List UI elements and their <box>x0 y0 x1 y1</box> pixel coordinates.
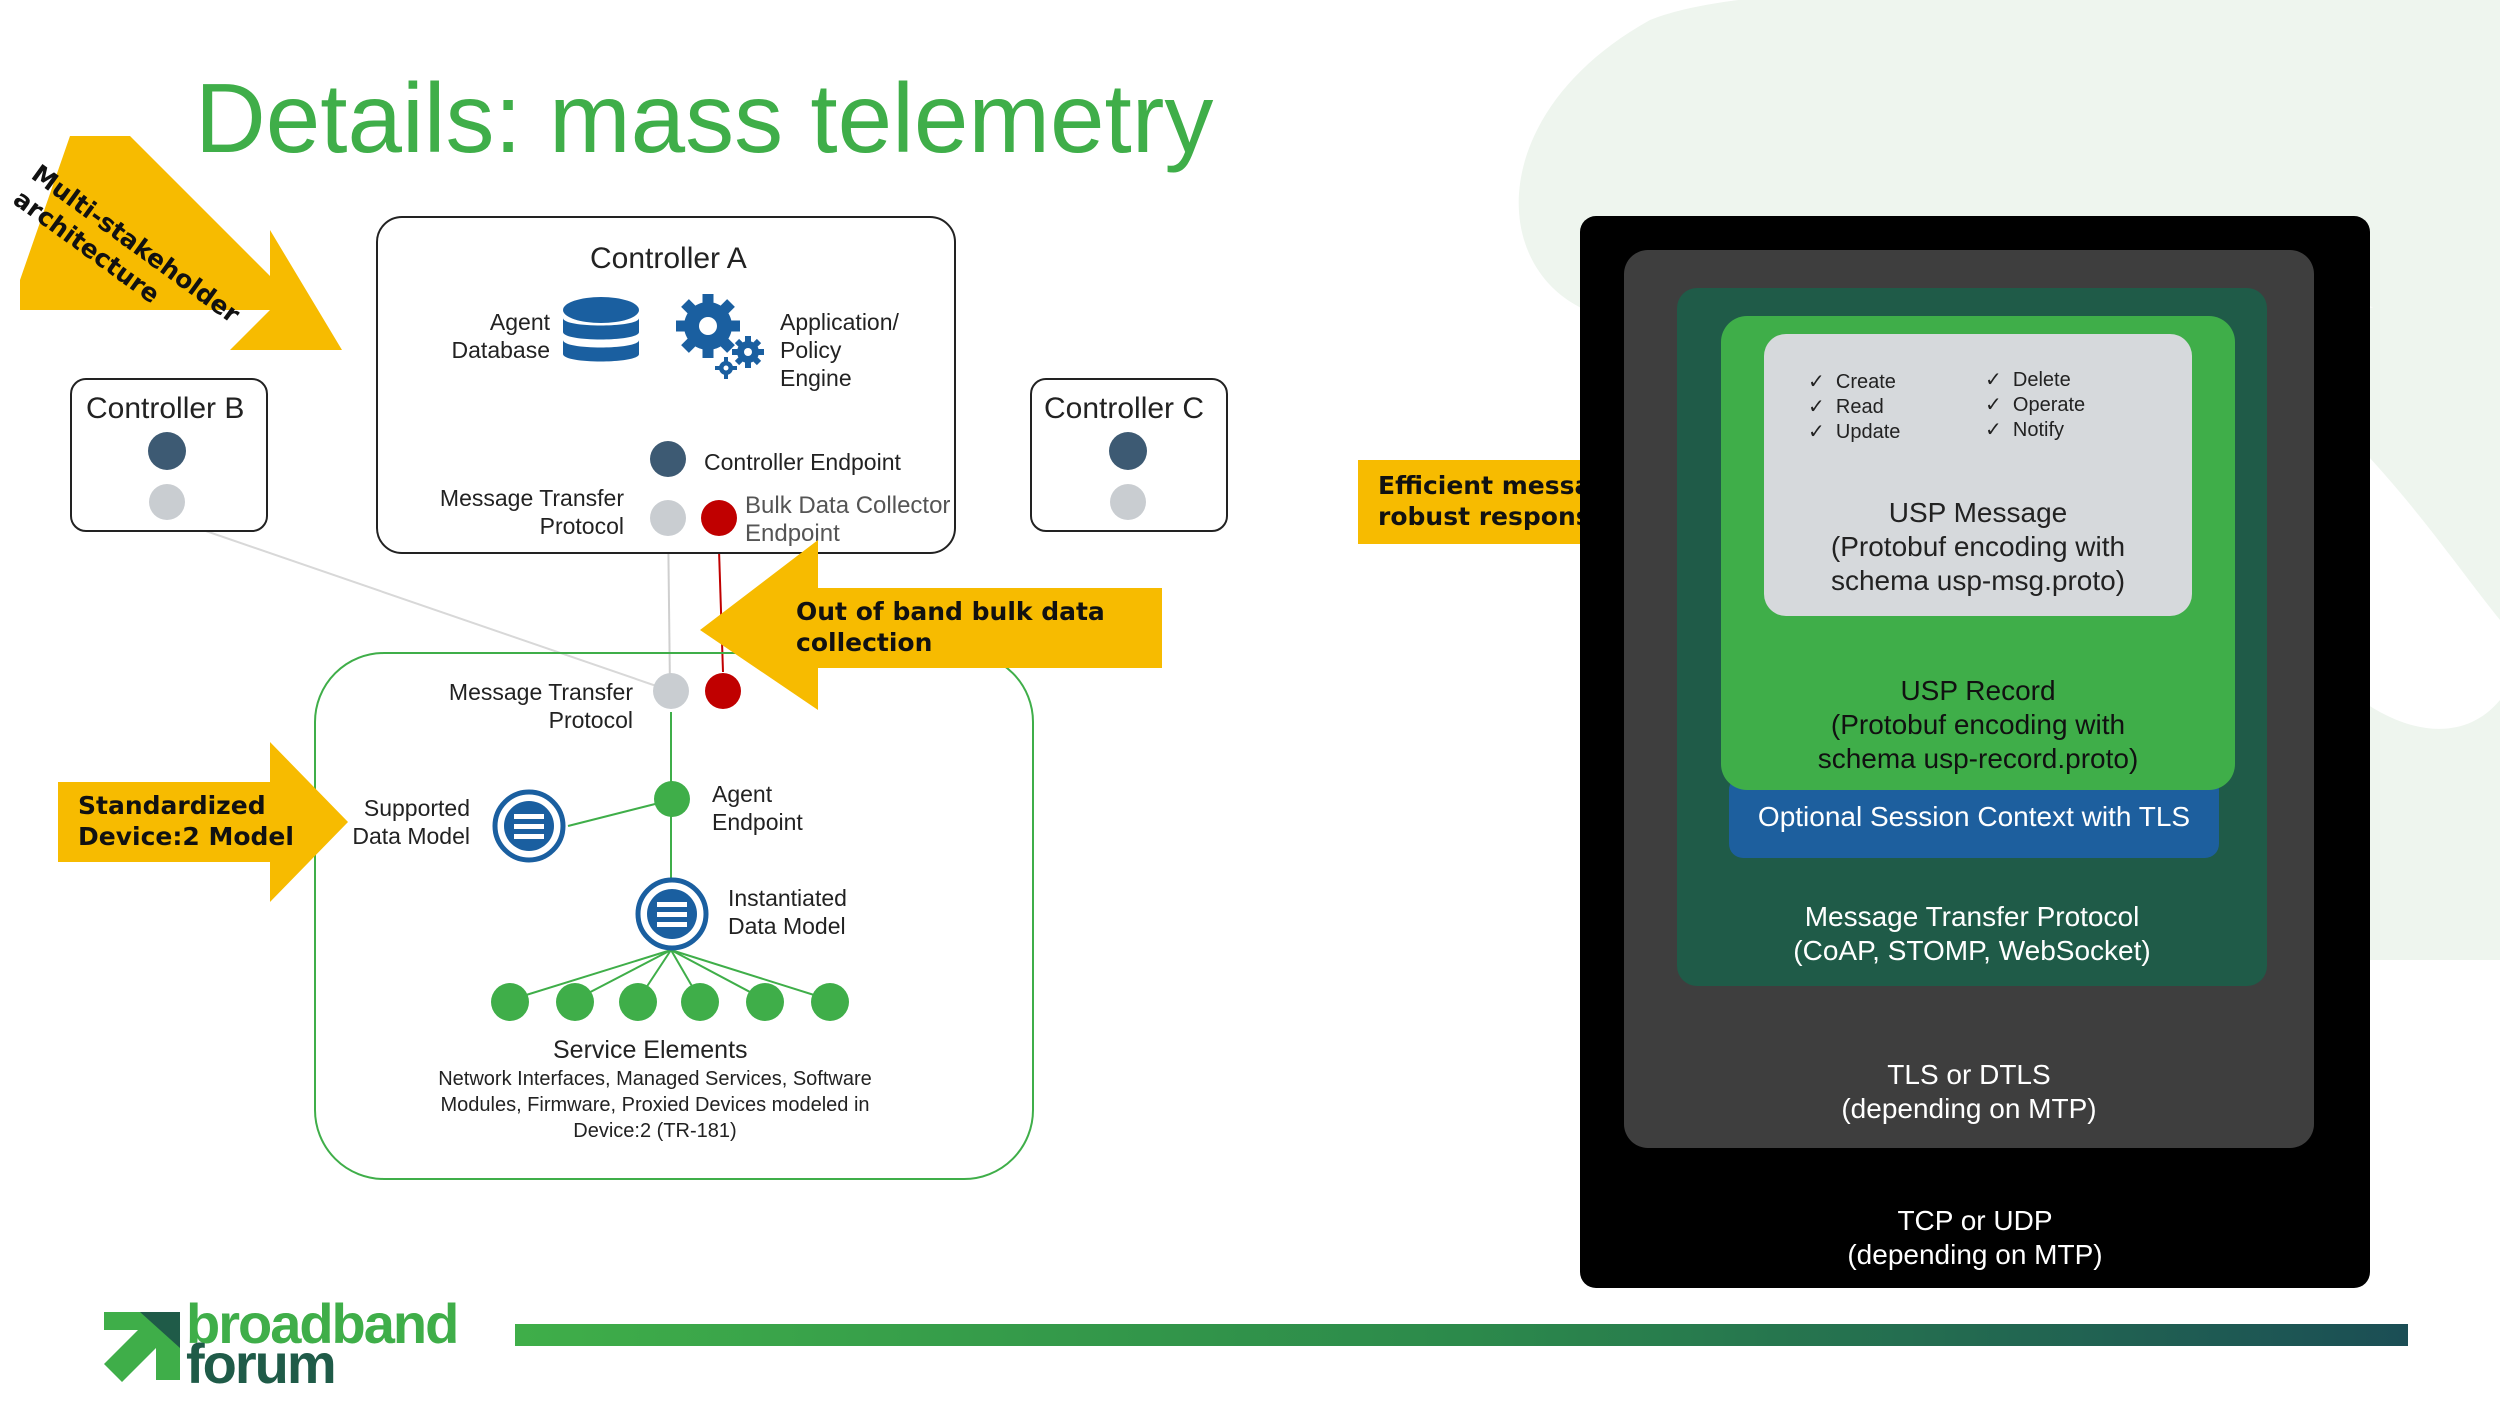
operation-update: ✓ Update <box>1808 421 1901 443</box>
service-element-node <box>811 983 849 1021</box>
gears-icon <box>676 294 764 379</box>
operation-notify: ✓ Notify <box>1985 419 2065 441</box>
controller-endpoint-label: Controller Endpoint <box>704 449 901 475</box>
service-element-node <box>746 983 784 1021</box>
supported-data-model-label: Supported Data Model <box>352 795 470 849</box>
controller-a-mtp-node <box>650 500 686 536</box>
agent-box <box>314 652 1034 1180</box>
controller-b-endpoint-node <box>148 432 186 470</box>
usp-record-text: USP Record (Protobuf encoding with schem… <box>1817 675 2139 774</box>
usp-message-text: USP Message (Protobuf encoding with sche… <box>1830 497 2126 596</box>
service-element-node <box>491 983 529 1021</box>
bulk-data-collector-label: Bulk Data Collector Endpoint <box>745 492 951 547</box>
agent-endpoint-node <box>654 781 690 817</box>
standardized-callout-text: Standardized Device:2 Model <box>78 791 294 851</box>
operation-delete: ✓ Delete <box>1985 369 2071 391</box>
supported-data-model-icon <box>492 789 566 863</box>
tls-dtls-text: TLS or DTLS (depending on MTP) <box>1841 1059 2097 1124</box>
agent-mtp-label: Message Transfer Protocol <box>448 679 633 733</box>
service-element-node <box>681 983 719 1021</box>
service-element-node <box>619 983 657 1021</box>
service-element-node <box>556 983 594 1021</box>
session-context-text: Optional Session Context with TLS <box>1757 801 2191 832</box>
controller-c-mtp-node <box>1110 484 1146 520</box>
controller-b-mtp-node <box>149 484 185 520</box>
controller-a-endpoint-node <box>650 441 686 477</box>
controller-a-box <box>376 216 956 554</box>
out-of-band-arrow <box>700 540 1162 710</box>
operation-read: ✓ Read <box>1808 396 1884 418</box>
out-of-band-callout-text: Out of band bulk data collection <box>796 597 1105 657</box>
controller-a-mtp-label: Message Transfer Protocol <box>439 485 624 539</box>
instantiated-data-model-label: Instantiated Data Model <box>728 885 847 939</box>
service-elements-description: Network Interfaces, Managed Services, So… <box>438 1068 872 1142</box>
broadband-forum-logo-mark <box>104 1312 180 1382</box>
database-icon <box>563 297 639 362</box>
footer-gradient-bar <box>515 1324 2408 1346</box>
usp-message-layer <box>1764 334 2192 616</box>
operation-operate: ✓ Operate <box>1985 394 2086 416</box>
operation-create: ✓ Create <box>1808 371 1896 393</box>
controller-c-endpoint-node <box>1109 432 1147 470</box>
logo-text-broadband: broadband <box>186 1292 459 1355</box>
tcp-udp-text: TCP or UDP (depending on MTP) <box>1847 1205 2103 1270</box>
bulk-data-collector-node <box>701 500 737 536</box>
standardized-arrow <box>58 742 348 902</box>
agent-mtp-node <box>653 673 689 709</box>
multi-stakeholder-arrow <box>20 136 342 350</box>
controller-b-title: Controller B <box>86 392 245 425</box>
mtp-text: Message Transfer Protocol (CoAP, STOMP, … <box>1793 901 2151 966</box>
service-elements-title: Service Elements <box>553 1036 748 1064</box>
agent-endpoint-label: Agent Endpoint <box>712 781 803 835</box>
controller-a-title: Controller A <box>590 242 747 275</box>
agent-bulk-data-node <box>705 673 741 709</box>
instantiated-data-model-icon <box>635 877 709 951</box>
logo-text-forum: forum <box>186 1332 337 1395</box>
page-title: Details: mass telemetry <box>195 63 1214 173</box>
application-policy-engine-label: Application/ Policy Engine <box>780 309 899 391</box>
agent-database-label: Agent Database <box>451 309 550 363</box>
controller-c-title: Controller C <box>1044 392 1205 425</box>
